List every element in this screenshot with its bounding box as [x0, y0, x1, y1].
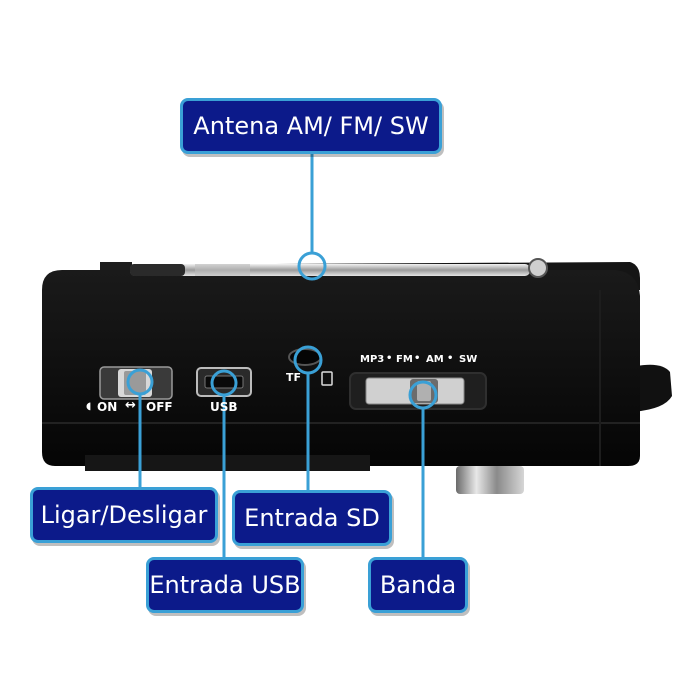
switch-arrow-icon: ↔: [125, 398, 136, 413]
band-fm-label: FM: [396, 354, 413, 365]
band-sw-label: SW: [459, 354, 478, 365]
power-sound-icon: ◖: [86, 401, 92, 412]
sd-callout: Entrada SD: [232, 490, 392, 546]
usb-label: USB: [210, 400, 238, 414]
sd-card-icon: [321, 371, 333, 386]
usb-callout: Entrada USB: [146, 557, 304, 613]
band-am-label: AM: [426, 354, 444, 365]
antenna-callout: Antena AM/ FM/ SW: [180, 98, 442, 154]
radio-body: [42, 270, 640, 466]
antenna-tip: [528, 258, 548, 278]
band-dot: •: [414, 353, 421, 364]
off-label: OFF: [146, 400, 173, 414]
leader-lines: [126, 154, 438, 558]
power-callout: Ligar/Desligar: [30, 487, 218, 543]
band-mp3-label: MP3: [360, 354, 385, 365]
band-dot: •: [386, 353, 393, 364]
antenna-rod: [130, 264, 530, 276]
tf-label: TF: [286, 371, 302, 384]
band-dot: •: [447, 353, 454, 364]
on-label: ON: [97, 400, 118, 414]
volume-knob: [456, 466, 524, 494]
band-callout: Banda: [368, 557, 468, 613]
